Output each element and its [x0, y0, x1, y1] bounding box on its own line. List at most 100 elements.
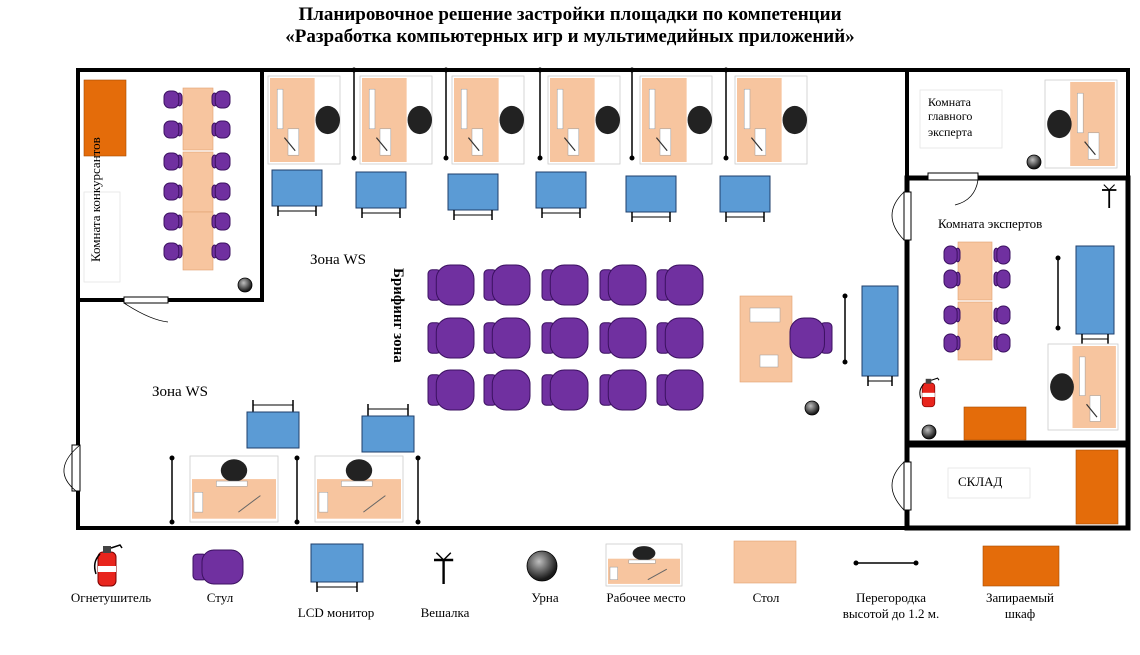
- chair-icon: [943, 305, 961, 325]
- chair-icon: [789, 317, 833, 359]
- chair-icon: [599, 369, 647, 411]
- legend-extinguisher-label: Огнетушитель: [70, 590, 152, 605]
- partition: [169, 455, 175, 525]
- legend-hanger-label: Вешалка: [420, 605, 470, 620]
- partition: [294, 455, 300, 525]
- trash-bin-icon: [526, 550, 558, 582]
- chair-icon: [163, 242, 183, 261]
- plan-title-line2: «Разработка компьютерных игр и мультимед…: [285, 26, 855, 47]
- contestants-room-label: Комната конкурсантов: [88, 137, 103, 262]
- table: [182, 87, 214, 151]
- chair-icon: [993, 305, 1011, 325]
- workplace: [189, 455, 279, 523]
- chief-expert-room-label-2: главного: [928, 109, 972, 123]
- chair-icon: [163, 120, 183, 139]
- partition: [415, 455, 421, 525]
- lcd-monitor-icon: [361, 404, 415, 453]
- door: [63, 444, 81, 492]
- chair-icon: [211, 152, 231, 171]
- partition: [1055, 255, 1061, 331]
- legend-bin-label: Урна: [531, 590, 559, 605]
- partition: [443, 67, 449, 161]
- fire-extinguisher-icon: [919, 377, 940, 408]
- label-box: [947, 467, 1031, 499]
- lcd-monitor-icon: [271, 169, 323, 216]
- legend-monitor-label: LCD монитор: [297, 605, 375, 620]
- chair-icon: [541, 317, 589, 359]
- table: [182, 151, 214, 213]
- workplace: [1047, 343, 1119, 431]
- chair-icon: [943, 333, 961, 353]
- chair-icon: [163, 212, 183, 231]
- phone: [759, 354, 779, 368]
- chair-icon: [163, 152, 183, 171]
- chair-icon: [656, 369, 704, 411]
- workplace: [314, 455, 404, 523]
- door: [891, 461, 912, 511]
- legend-partition-label-2: высотой до 1.2 м.: [842, 606, 940, 621]
- lcd-monitor-icon: [355, 171, 407, 218]
- fire-extinguisher-icon: [93, 544, 123, 587]
- legend-chair-label: Стул: [206, 590, 234, 605]
- partition: [537, 67, 543, 161]
- trash-bin-icon: [1026, 154, 1042, 170]
- door: [123, 296, 169, 323]
- legend-table-label: Стол: [752, 590, 780, 605]
- label-box: [83, 191, 121, 283]
- chair-icon: [427, 317, 475, 359]
- workplace: [734, 75, 808, 165]
- chair-icon: [211, 120, 231, 139]
- workplace: [605, 543, 683, 587]
- trash-bin-icon: [804, 400, 820, 416]
- chair-icon: [211, 182, 231, 201]
- plan-title-line1: Планировочное решение застройки площадки…: [298, 4, 842, 25]
- legend-cabinet-label-1: Запираемый: [986, 590, 1054, 605]
- lcd-monitor-icon: [535, 171, 587, 218]
- chair-icon: [211, 212, 231, 231]
- paper: [749, 307, 781, 323]
- lcd-monitor-icon: [719, 175, 771, 222]
- chair-icon: [599, 264, 647, 306]
- lcd-monitor-icon: [246, 400, 300, 449]
- chair-icon: [541, 264, 589, 306]
- chair-icon: [993, 333, 1011, 353]
- lcd-monitor-icon: [1075, 245, 1115, 344]
- chair-icon: [163, 182, 183, 201]
- legend-workplace-label: Рабочее место: [606, 590, 686, 605]
- table: [182, 211, 214, 271]
- locker-cabinet: [83, 79, 127, 157]
- table: [739, 295, 793, 383]
- chair-icon: [163, 90, 183, 109]
- table: [733, 540, 797, 584]
- zone-ws-bottom-label: Зона WS: [152, 384, 208, 400]
- chair-icon: [483, 264, 531, 306]
- trash-bin-icon: [921, 424, 937, 440]
- chair-icon: [192, 549, 244, 585]
- locker-cabinet: [982, 545, 1060, 587]
- lcd-monitor-icon: [447, 173, 499, 220]
- chair-icon: [483, 369, 531, 411]
- chair-icon: [943, 269, 961, 289]
- chair-icon: [993, 245, 1011, 265]
- chair-icon: [483, 317, 531, 359]
- partition: [853, 560, 919, 566]
- legend-cabinet-label-2: шкаф: [1004, 606, 1036, 621]
- workplace: [359, 75, 433, 165]
- lcd-monitor-icon: [861, 285, 899, 386]
- door: [927, 172, 979, 206]
- partition: [351, 67, 357, 161]
- briefing-zone-label: Брифинг зона: [390, 268, 406, 363]
- chair-icon: [656, 264, 704, 306]
- chair-icon: [656, 317, 704, 359]
- lcd-monitor-icon: [310, 543, 364, 592]
- locker-cabinet: [1075, 449, 1119, 525]
- chair-icon: [427, 264, 475, 306]
- chair-icon: [943, 245, 961, 265]
- label-box: [919, 89, 1003, 149]
- table: [957, 301, 993, 361]
- trash-bin-icon: [237, 277, 253, 293]
- coat-hanger-icon: [1102, 184, 1117, 209]
- table: [957, 241, 993, 301]
- lcd-monitor-icon: [625, 175, 677, 222]
